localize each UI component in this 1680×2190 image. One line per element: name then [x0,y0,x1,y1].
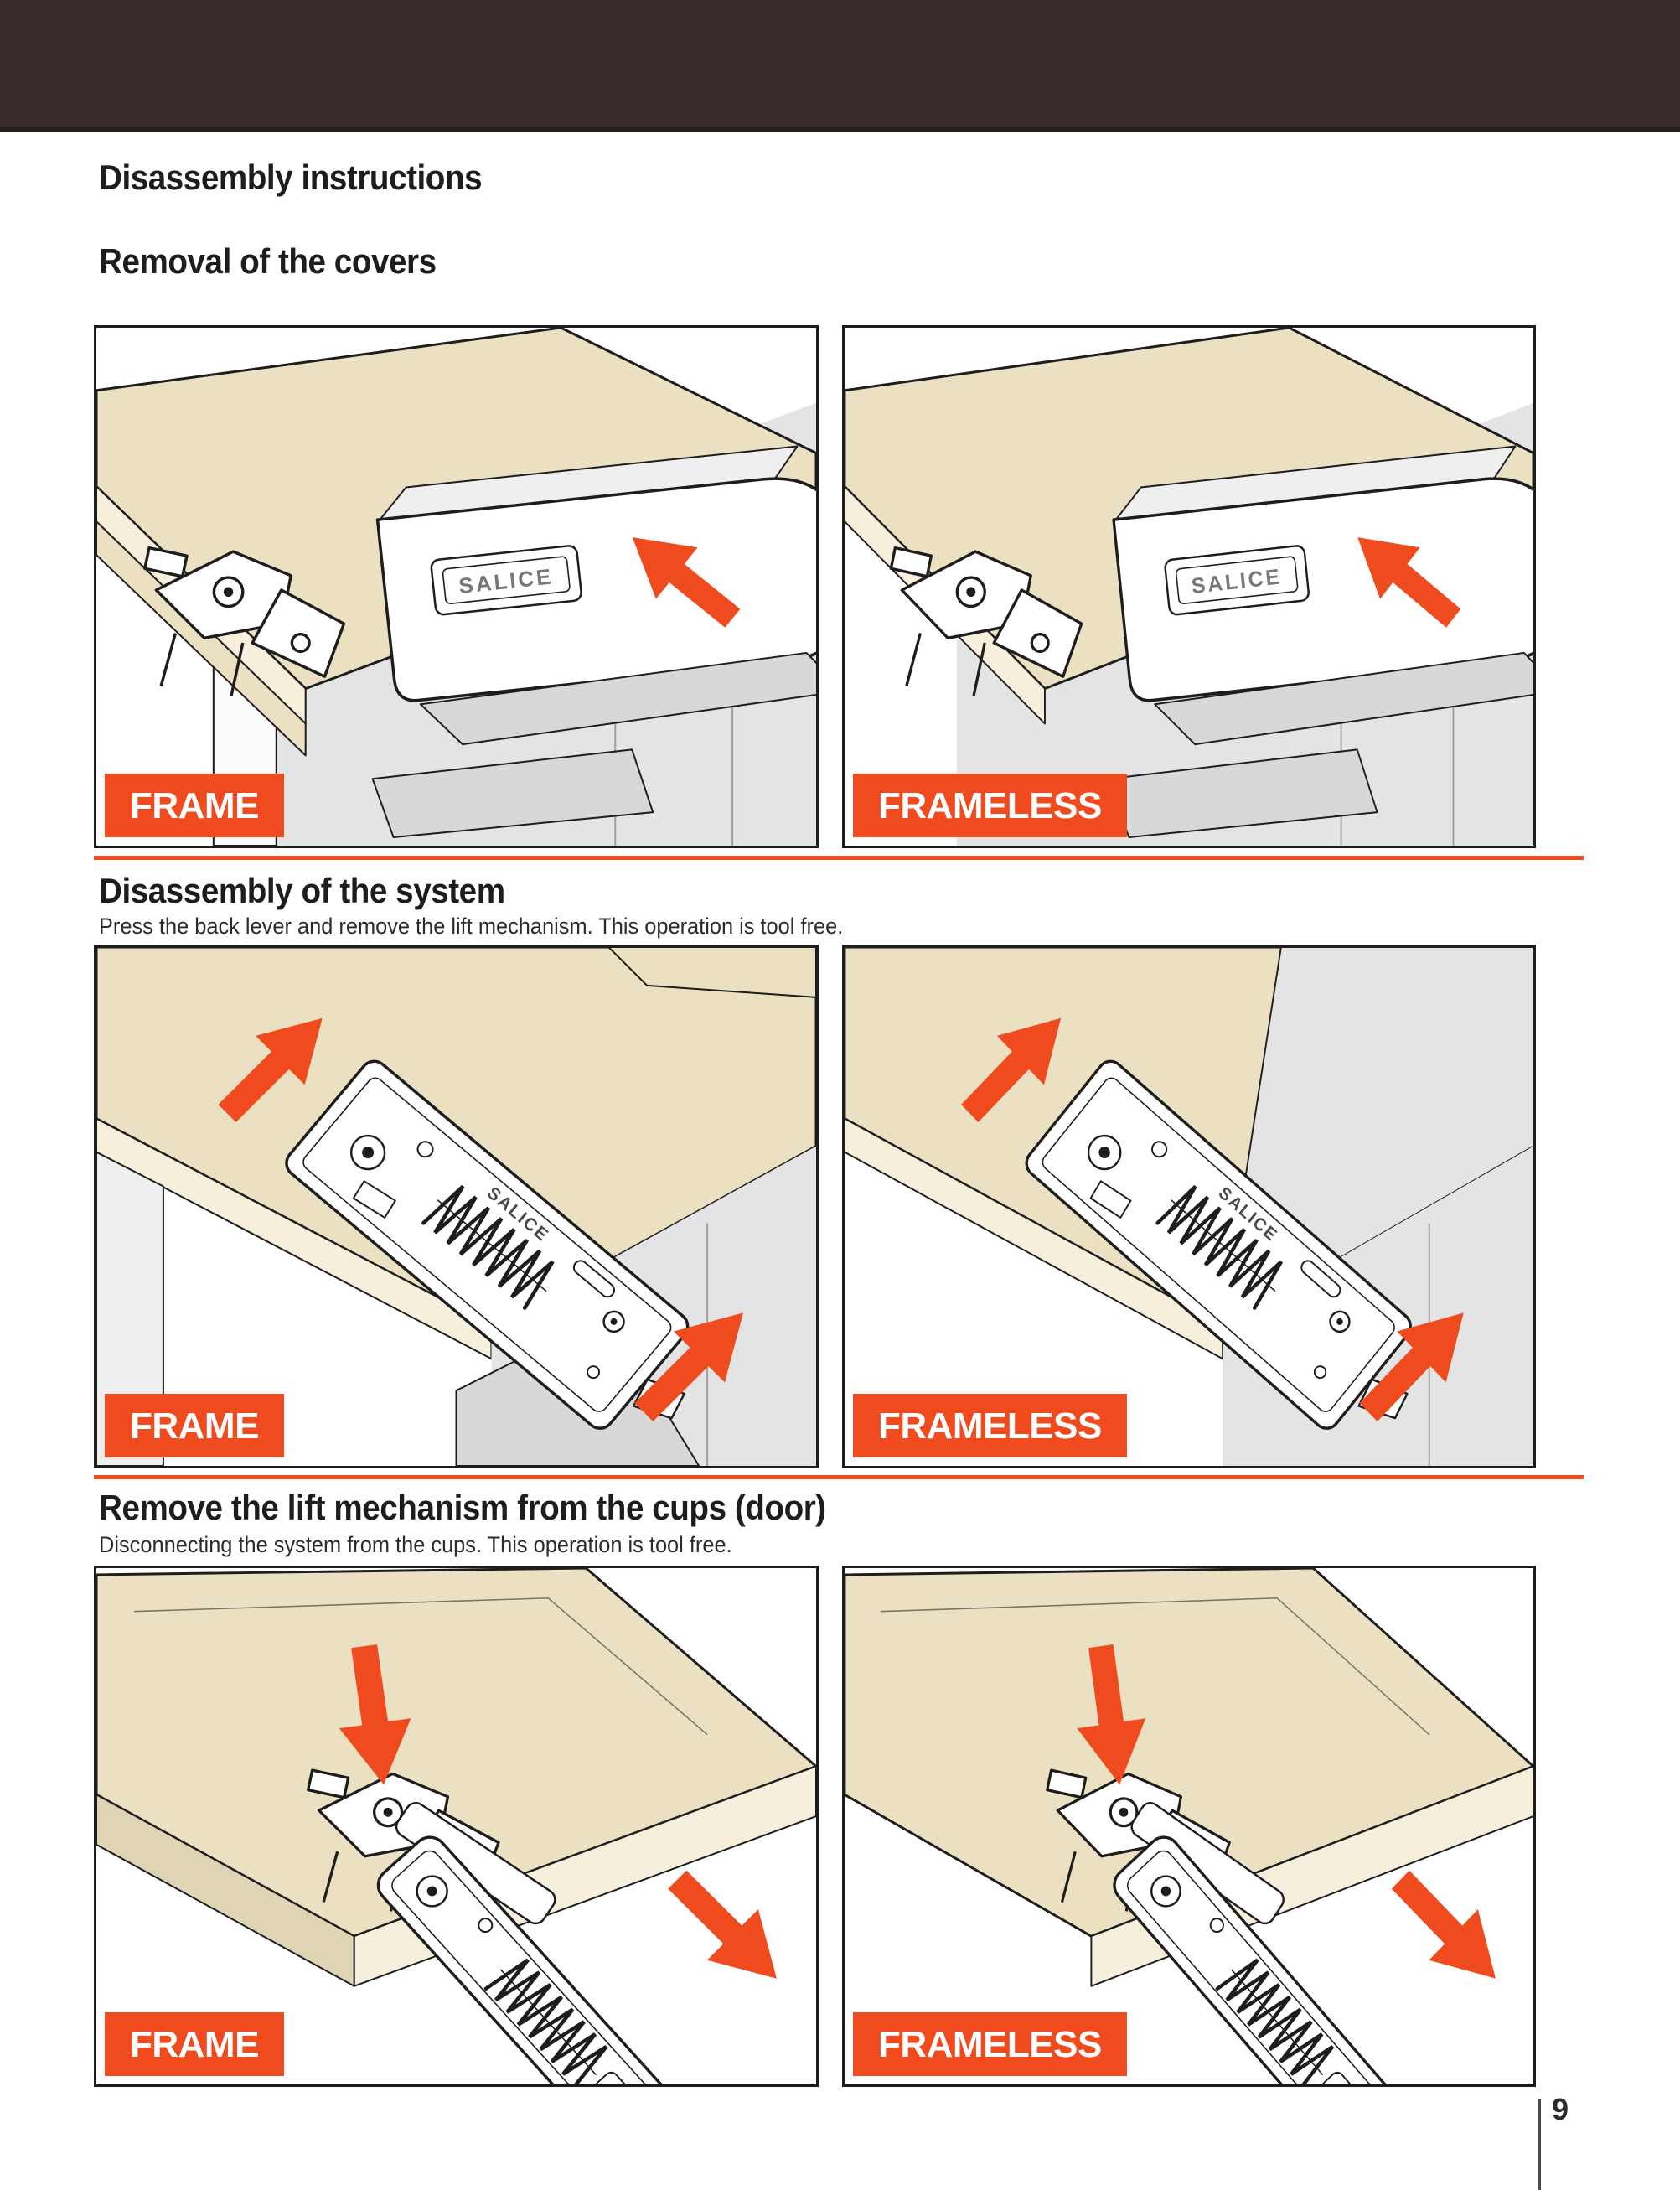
section-heading-disassembly-of-system: Disassembly of the system [99,871,505,910]
frameless-badge: FRAMELESS [853,1394,1127,1457]
panel-frame-system-disassembly: SALICE FRAME [94,945,819,1468]
illustration-frameless-remove-from-cups [845,1568,1533,2084]
panel-frameless-cover-removal: SALICE FRAMELESS [842,325,1536,848]
lift-cover-drawing: SALICE [375,445,816,746]
section-divider [94,1475,1584,1479]
page-title: Disassembly instructions [99,158,483,197]
frameless-badge: FRAMELESS [853,774,1127,837]
frame-badge: FRAME [105,774,284,837]
panel-frame-remove-from-cups: FRAME [94,1566,819,2087]
section-heading-remove-from-cups: Remove the lift mechanism from the cups … [99,1488,826,1527]
lift-arm-drawing [1113,1801,1412,2084]
panel-row-system-disassembly: SALICE FRAME [94,945,1536,1468]
frame-badge: FRAME [105,2012,284,2076]
header-bar [0,0,1680,132]
lift-mechanism-drawing: SALICE [285,1059,690,1430]
panel-row-cover-removal: SALICE FRAME [94,325,1536,848]
illustration-frame-system-disassembly: SALICE [96,947,816,1466]
illustration-frame-remove-from-cups [96,1568,816,2084]
panel-row-remove-from-cups: FRAME [94,1566,1536,2087]
page-number-divider [1538,2099,1541,2190]
panel-frame-cover-removal: SALICE FRAME [94,325,819,848]
lift-cover-drawing: SALICE [1112,445,1533,746]
illustration-frameless-system-disassembly: SALICE [845,947,1533,1466]
frameless-badge: FRAMELESS [853,2012,1127,2076]
section-body-remove-from-cups: Disconnecting the system from the cups. … [99,1532,732,1557]
lift-arm-drawing [376,1801,690,2084]
panel-frameless-remove-from-cups: FRAMELESS [842,1566,1536,2087]
illustration-frameless-cover-removal: SALICE [845,328,1533,846]
section-divider [94,856,1584,860]
illustration-frame-cover-removal: SALICE [96,328,816,846]
panel-frameless-system-disassembly: SALICE FRAMELESS [842,945,1536,1468]
lift-mechanism-drawing: SALICE [1025,1059,1412,1430]
section-heading-removal-of-covers: Removal of the covers [99,241,437,281]
page-number: 9 [1552,2092,1569,2126]
frame-badge: FRAME [105,1394,284,1457]
section-body-disassembly-of-system: Press the back lever and remove the lift… [99,914,844,939]
